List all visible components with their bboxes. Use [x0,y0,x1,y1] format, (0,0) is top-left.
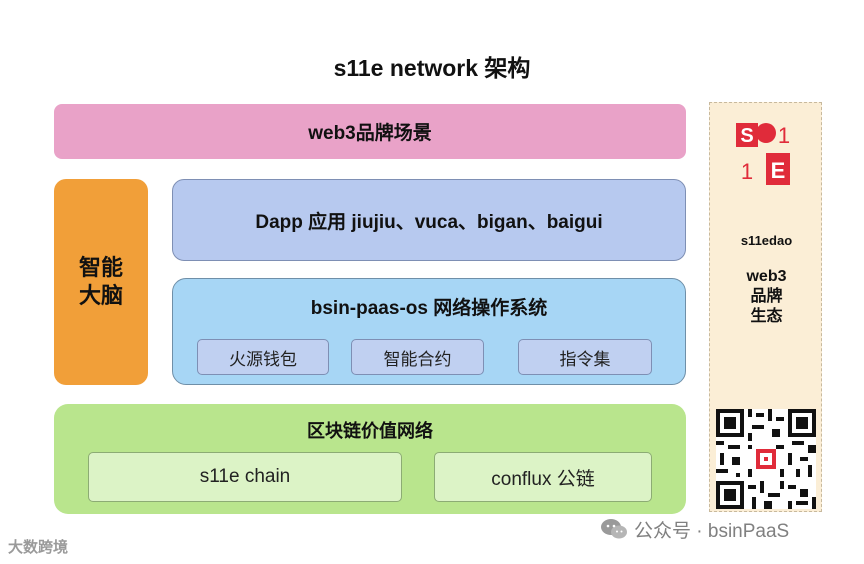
logo-digit-1a: 1 [778,123,790,148]
blockchain-title: 区块链价值网络 [307,421,433,441]
os-component-instruction-set: 指令集 [518,339,652,375]
brand-name: s11edao [740,233,793,248]
os-component-wallet: 火源钱包 [197,339,329,375]
chain-node-s11e: s11e chain [88,452,402,502]
brain-label-line1: 智能 [78,255,123,280]
brand-ecosystem: web3 品牌 生态 [710,267,823,327]
eco-line-1: web3 [746,268,787,285]
logo-digit-1b: 1 [741,159,753,184]
brand-panel: S 1 1 E s11edao web3 品牌 生态 [709,102,822,512]
blockchain-layer: 区块链价值网络 s11e chain conflux 公链 [54,404,686,514]
eco-line-3: 生态 [750,308,783,325]
corner-watermark: 大数跨境 [8,534,138,558]
wechat-icon [601,519,627,539]
os-component-contract: 智能合约 [351,339,484,375]
brain-label-line2: 大脑 [78,283,123,308]
eco-line-2: 品牌 [750,288,783,305]
web3-scene-layer: web3品牌场景 [54,104,686,159]
qr-code-icon [716,409,816,509]
s11e-logo-icon: S 1 1 E [736,123,790,185]
logo-letter-e: E [771,158,786,183]
logo-letter-s: S [740,125,753,147]
corner-watermark-text: 大数跨境 [8,538,69,556]
dapp-layer: Dapp 应用 jiujiu、vuca、bigan、baigui [172,179,686,261]
os-title: bsin-paas-os 网络操作系统 [310,297,548,319]
wechat-watermark: 公众号 · bsinPaaS [600,516,850,542]
smart-brain-block: 智能 大脑 [54,179,148,385]
wechat-account-text: 公众号 · bsinPaaS [634,520,790,542]
chain-node-conflux: conflux 公链 [434,452,652,502]
os-layer: bsin-paas-os 网络操作系统 火源钱包 智能合约 指令集 [172,278,686,385]
diagram-title: s11e network 架构 [333,55,531,81]
